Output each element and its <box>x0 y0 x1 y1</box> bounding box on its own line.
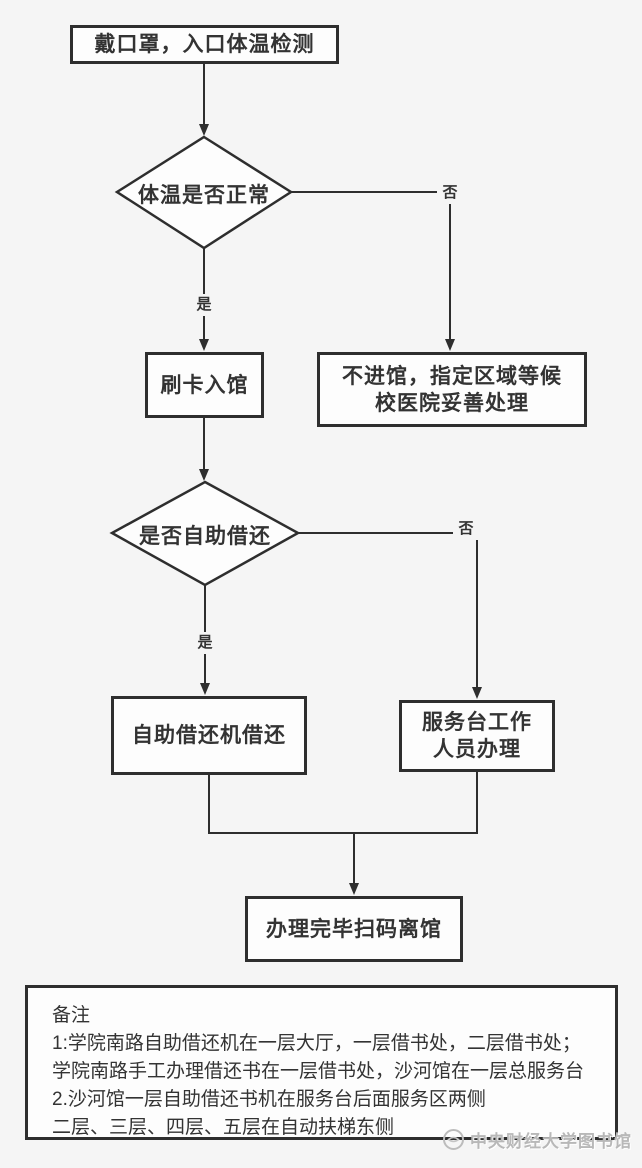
service-desk-box: 服务台工作 人员办理 <box>399 700 555 772</box>
decision-self-service-no-label: 否 <box>453 518 479 540</box>
decision-temperature-diamond <box>114 135 294 250</box>
decision-self-service-yes-label: 是 <box>192 632 218 654</box>
start-box-label: 戴口罩，入口体温检测 <box>94 33 315 56</box>
no-entry-line-2: 校医院妥善处理 <box>375 391 529 415</box>
decision-self-service-label: 是否自助借还 <box>139 525 271 548</box>
self-service-machine-label: 自助借还机借还 <box>132 724 286 747</box>
watermark-text: 中央财经大学图书馆 <box>470 1132 632 1151</box>
decision-self-service-diamond <box>109 480 301 587</box>
notes-line-2: 学院南路手工办理借还书在一层借书处，沙河馆在一层总服务台 <box>52 1061 585 1082</box>
start-box: 戴口罩，入口体温检测 <box>70 25 339 64</box>
finish-box: 办理完毕扫码离馆 <box>245 896 463 962</box>
decision-temperature-no-label: 否 <box>437 182 463 204</box>
swipe-card-label: 刷卡入馆 <box>160 373 249 397</box>
notes-box: 备注 1:学院南路自助借还机在一层大厅，一层借书处，二层借书处； 学院南路手工办… <box>25 985 618 1140</box>
finish-box-label: 办理完毕扫码离馆 <box>266 917 442 941</box>
notes-line-4: 二层、三层、四层、五层在自动扶梯东侧 <box>52 1117 395 1138</box>
notes-title: 备注 <box>52 1005 91 1026</box>
notes-line-3: 2.沙河馆一层自助借还书机在服务台后面服务区两侧 <box>52 1089 486 1110</box>
no-entry-box: 不进馆，指定区域等候 校医院妥善处理 <box>317 352 587 427</box>
decision-temperature-yes-label: 是 <box>191 294 217 316</box>
no-entry-line-1: 不进馆，指定区域等候 <box>342 364 562 388</box>
self-service-machine-box: 自助借还机借还 <box>111 696 307 775</box>
library-logo-icon <box>443 1129 464 1150</box>
edge-merge <box>208 772 478 834</box>
swipe-card-box: 刷卡入馆 <box>145 352 264 418</box>
service-desk-line-1: 服务台工作 <box>422 711 532 734</box>
notes-line-1: 1:学院南路自助借还机在一层大厅，一层借书处，二层借书处； <box>52 1033 581 1054</box>
decision-temperature-label: 体温是否正常 <box>138 184 270 207</box>
watermark: 中央财经大学图书馆 <box>442 1127 632 1152</box>
service-desk-line-2: 人员办理 <box>433 738 521 761</box>
